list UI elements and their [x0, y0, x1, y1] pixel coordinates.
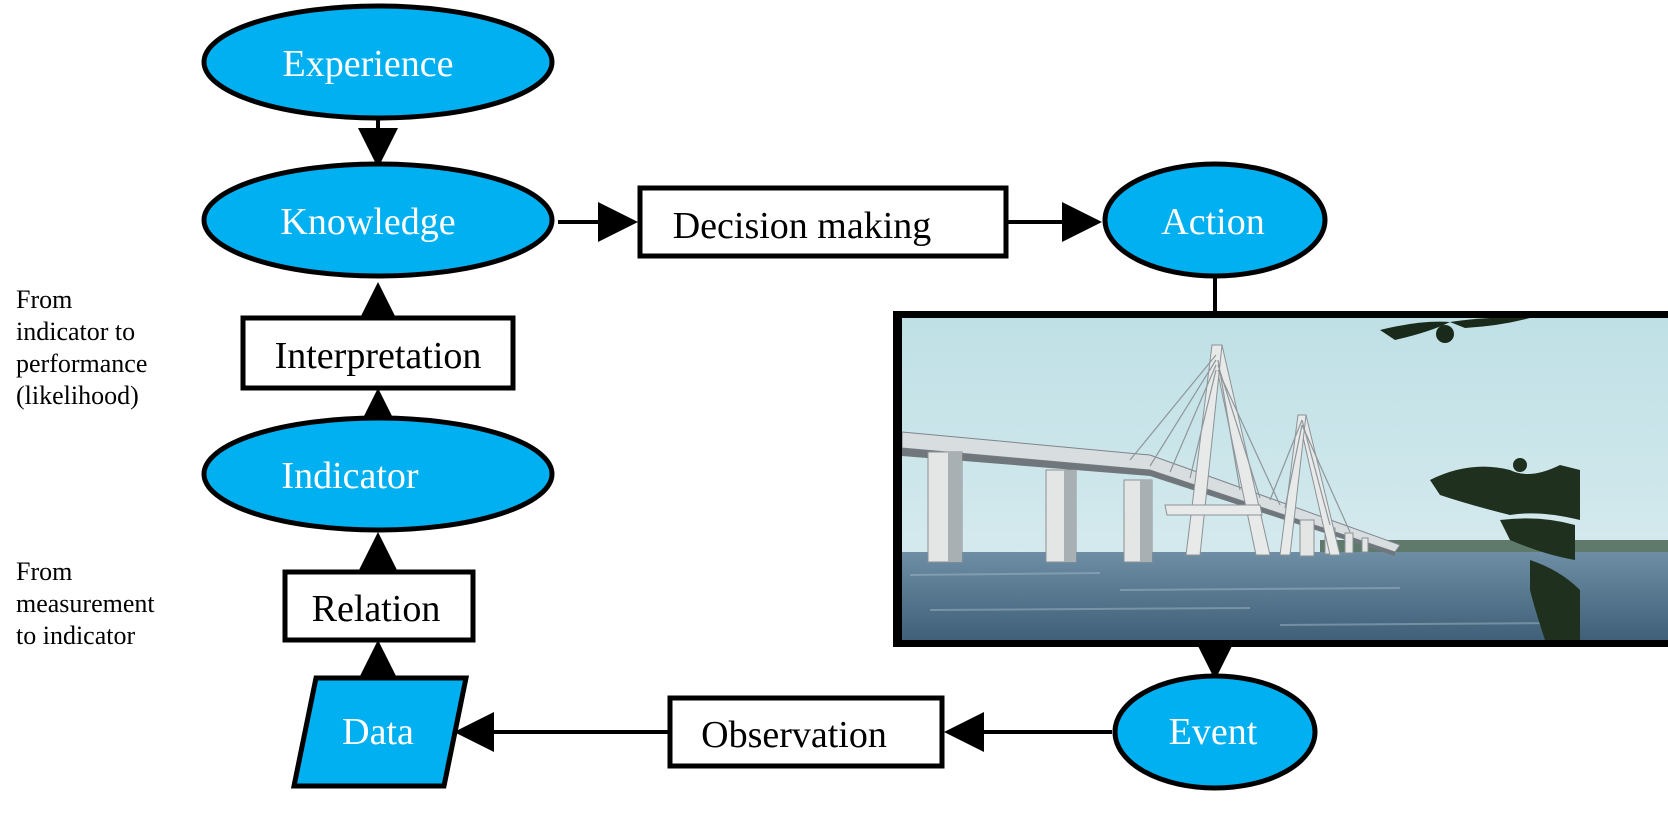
node-experience: Experience: [201, 3, 555, 121]
node-data: Data: [290, 675, 470, 789]
node-interpretation: Interpretation: [240, 315, 516, 391]
label-measurement-to-indicator: From measurement to indicator: [16, 556, 155, 652]
node-action-label: Action: [1161, 201, 1264, 243]
label-line: performance: [16, 349, 148, 378]
node-relation-label: Relation: [312, 588, 441, 630]
node-knowledge-label: Knowledge: [280, 201, 455, 243]
node-data-label: Data: [342, 711, 414, 753]
node-observation: Observation: [667, 695, 945, 769]
node-decision-making: Decision making: [637, 185, 1009, 259]
node-indicator: Indicator: [201, 415, 555, 533]
node-observation-label: Observation: [701, 714, 887, 756]
label-indicator-to-performance: From indicator to performance (likelihoo…: [16, 284, 147, 412]
node-event: Event: [1112, 673, 1318, 791]
connectors: [358, 120, 1235, 752]
bridge-photo: [893, 311, 1668, 647]
node-interpretation-label: Interpretation: [275, 335, 482, 377]
node-action: Action: [1102, 161, 1328, 279]
node-knowledge: Knowledge: [201, 161, 555, 279]
node-experience-label: Experience: [283, 43, 454, 85]
node-event-label: Event: [1169, 711, 1258, 753]
label-line: indicator to: [16, 317, 136, 346]
label-line: From: [16, 285, 73, 314]
label-line: (likelihood): [16, 381, 139, 410]
node-decision-making-label: Decision making: [673, 205, 932, 247]
label-line: measurement: [16, 589, 155, 618]
label-line: to indicator: [16, 621, 136, 650]
node-relation: Relation: [282, 569, 476, 643]
label-line: From: [16, 557, 73, 586]
node-indicator-label: Indicator: [281, 455, 419, 497]
